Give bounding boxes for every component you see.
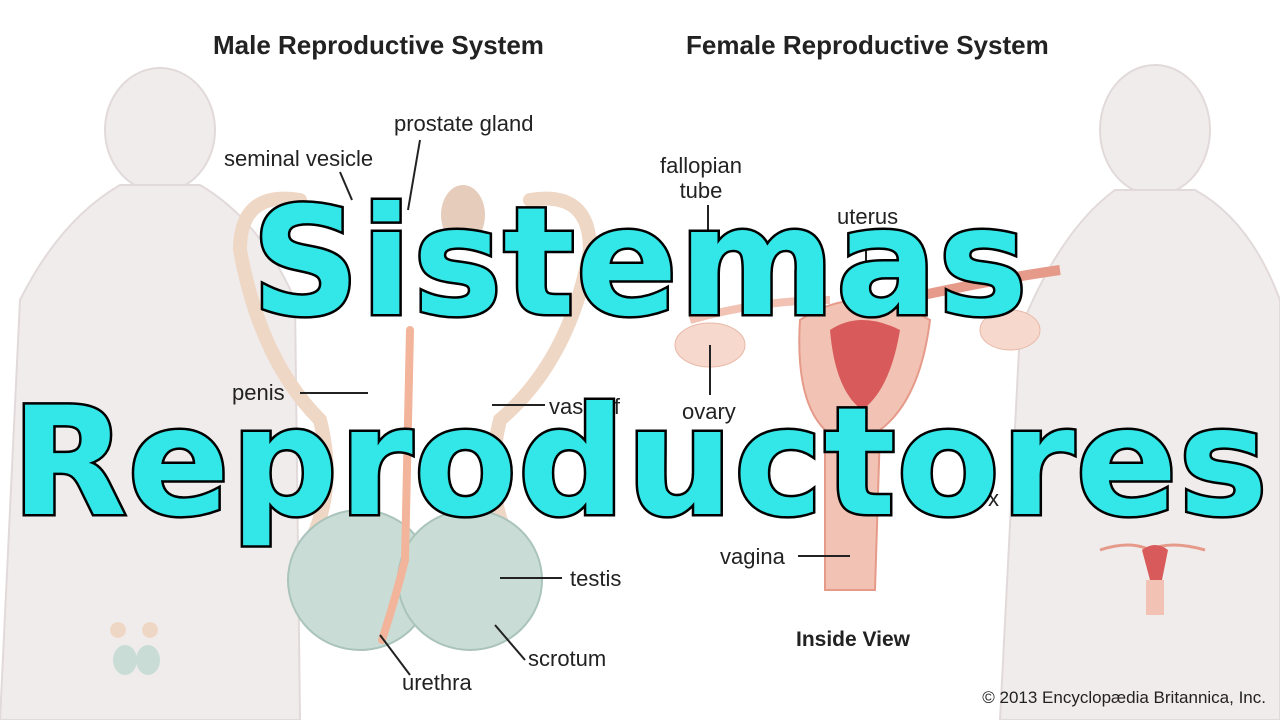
leader-lines xyxy=(300,139,931,676)
female-heading: Female Reproductive System xyxy=(686,30,1049,60)
vagina-label: vagina xyxy=(720,544,785,569)
prostate-gland-label: prostate gland xyxy=(394,111,534,136)
male-thumbnail xyxy=(110,622,160,675)
vas-deferens-label: vas def xyxy=(549,394,620,419)
title-overlay-line1: Sistemas xyxy=(249,176,1030,350)
male-heading: Male Reproductive System xyxy=(213,30,544,60)
title-overlay-line2: Reproductores xyxy=(9,376,1270,550)
seminal-vesicle-label: seminal vesicle xyxy=(224,146,374,171)
copyright-notice: © 2013 Encyclopædia Britannica, Inc. xyxy=(982,688,1266,707)
testis-label: testis xyxy=(570,566,622,591)
penis-label: penis xyxy=(232,380,285,405)
scrotum-label: scrotum xyxy=(528,646,607,671)
male-silhouette xyxy=(0,67,302,720)
male-organs xyxy=(232,185,598,651)
female-silhouette xyxy=(998,64,1280,720)
inside-view-caption: Inside View xyxy=(796,628,910,651)
female-thumbnail xyxy=(1099,543,1206,615)
urethra-label: urethra xyxy=(402,670,472,695)
female-organs xyxy=(674,265,1061,591)
fallopian-tube-label: fallopian tube xyxy=(660,153,742,204)
uterus-label: uterus xyxy=(837,204,899,229)
ovary-label: ovary xyxy=(682,399,736,424)
cervix-label: x xyxy=(988,486,999,511)
